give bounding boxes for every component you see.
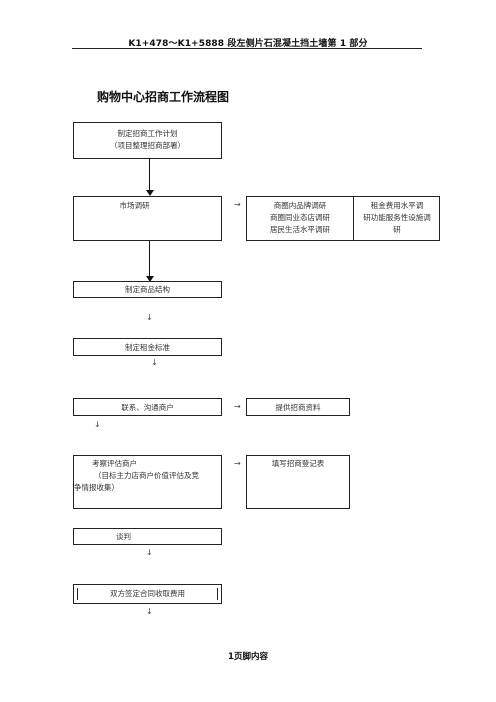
research-detail-col1-line1: 商圈内品牌调研: [273, 201, 327, 210]
step-negotiate-box: 谈判: [73, 528, 222, 545]
step-rent-box: 制定租金标准: [73, 338, 222, 356]
step-structure-label: 制定商品结构: [125, 285, 170, 294]
step-register-box: 填写招商登记表: [246, 455, 350, 509]
step-evaluate-line2: （目标主力店商户价值评估及竞: [94, 471, 199, 480]
step-plan-box: 制定招商工作计划 （项目整理招商部署）: [73, 122, 222, 159]
step-plan-line2: （项目整理招商部署）: [110, 141, 185, 150]
step-contract-box: 双方签定合同收取费用: [73, 584, 222, 604]
research-detail-col2: 租金费用水平调 研功能服务性设施调 研: [354, 200, 440, 236]
connector-arrowhead-plan-research: [145, 190, 154, 196]
step-rent-label: 制定租金标准: [125, 343, 170, 352]
header-rule: [72, 48, 422, 49]
step-contact-box: 联系、沟通商户: [73, 398, 222, 416]
arrow-down-icon-structure: ↓: [146, 313, 153, 322]
connector-arrowhead-research-structure: [145, 276, 154, 282]
step-contact-label: 联系、沟通商户: [121, 403, 174, 412]
arrow-down-icon-rent: ↓: [151, 358, 158, 367]
research-detail-box: 商圈内品牌调研 商圈同业态店调研 居民生活水平调研 租金费用水平调 研功能服务性…: [246, 196, 440, 241]
research-detail-divider: [353, 196, 354, 241]
arrow-down-icon-negotiate: ↓: [146, 548, 153, 557]
step-research-box: 市场调研: [73, 196, 222, 241]
page-title: 购物中心招商工作流程图: [97, 90, 230, 104]
arrow-right-icon-evaluate: →: [234, 459, 241, 468]
step-contract-inner-box: 双方签定合同收取费用: [77, 588, 218, 600]
arrow-down-icon-contract: ↓: [146, 607, 153, 616]
arrow-right-icon-contact: →: [234, 402, 241, 411]
step-evaluate-line3: 争情报收集）: [74, 483, 119, 492]
step-contract-label: 双方签定合同收取费用: [110, 589, 185, 598]
research-detail-col2-line1: 租金费用水平调: [370, 201, 424, 210]
arrow-right-icon-research: →: [234, 200, 241, 209]
research-detail-col1-line2: 商圈同业态店调研: [270, 213, 330, 222]
arrow-down-icon-contact: ↓: [94, 420, 101, 429]
step-plan-line1: 制定招商工作计划: [117, 129, 178, 138]
step-structure-box: 制定商品结构: [73, 281, 222, 298]
step-materials-box: 提供招商资料: [246, 398, 350, 416]
step-register-label: 填写招商登记表: [271, 459, 325, 468]
research-detail-col1: 商圈内品牌调研 商圈同业态店调研 居民生活水平调研: [247, 200, 353, 236]
step-evaluate-box: 考察评估商户 （目标主力店商户价值评估及竞 争情报收集）: [73, 455, 222, 509]
page-header: K1+478～K1+5888 段左侧片石混凝土挡土墙第 1 部分: [128, 39, 368, 49]
step-materials-label: 提供招商资料: [275, 403, 321, 412]
connector-line-plan-research: [149, 159, 150, 191]
research-detail-col2-line3: 研: [393, 225, 401, 234]
research-detail-col1-line3: 居民生活水平调研: [270, 225, 330, 234]
connector-line-research-structure: [149, 241, 150, 277]
step-evaluate-line1: 考察评估商户: [92, 459, 137, 468]
page-footer: 1页脚内容: [228, 652, 268, 662]
step-negotiate-label: 谈判: [116, 532, 131, 541]
research-detail-col2-line2: 研功能服务性设施调: [363, 213, 431, 222]
step-research-label: 市场调研: [119, 201, 150, 210]
